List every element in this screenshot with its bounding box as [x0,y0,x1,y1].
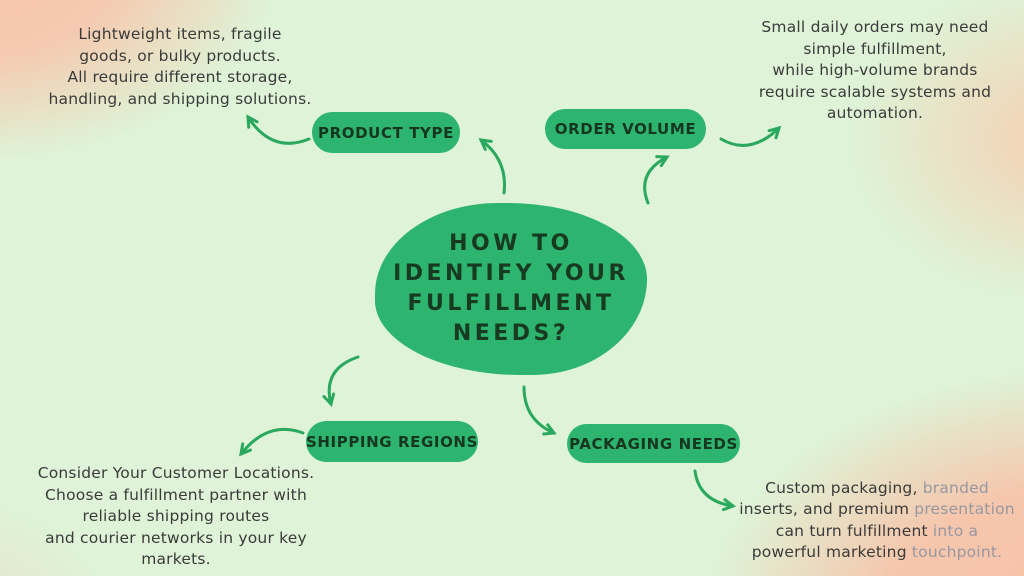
arrow-order-volume-to-note [719,125,782,147]
note-segment: Custom packaging, [765,478,923,497]
node-order-volume: ORDER VOLUME [545,109,706,149]
note-segment-faded: touchpoint. [911,543,1003,561]
note-packaging-needs: Custom packaging, branded inserts, and p… [733,456,1021,564]
arrow-center-to-packaging-needs [522,385,557,436]
note-segment: powerful marketing [751,543,912,561]
node-packaging-needs: PACKAGING NEEDS [567,424,740,463]
note-shipping-regions: Consider Your Customer Locations. Choose… [37,464,315,568]
arrow-packaging-needs-to-note [693,469,737,512]
node-shipping-regions: SHIPPING REGIONS [306,421,478,462]
arrow-center-to-shipping-regions [322,355,360,407]
note-segment-faded: presentation [914,500,1015,518]
node-shipping-regions-label: SHIPPING REGIONS [306,432,478,451]
arrow-center-to-product-type [478,138,507,195]
arrow-shipping-regions-to-note [239,428,305,457]
central-node: HOW TO IDENTIFY YOUR FULFILLMENT NEEDS? [375,203,647,375]
node-packaging-needs-label: PACKAGING NEEDS [569,434,738,453]
arrow-center-to-order-volume [643,155,670,205]
note-order-volume: Small daily orders may need simple fulfi… [758,18,992,122]
note-product-type: Lightweight items, fragile goods, or bul… [48,25,312,108]
arrow-product-type-to-note [246,114,311,145]
central-title: HOW TO IDENTIFY YOUR FULFILLMENT NEEDS? [393,231,629,346]
node-order-volume-label: ORDER VOLUME [554,120,697,138]
node-product-type-label: PRODUCT TYPE [318,123,454,142]
node-product-type: PRODUCT TYPE [312,112,460,153]
note-segment: inserts, and premium [739,500,915,518]
note-segment-faded: branded [922,478,989,497]
note-segment: can turn fulfillment [775,521,933,540]
note-segment-faded: into a [932,521,979,540]
